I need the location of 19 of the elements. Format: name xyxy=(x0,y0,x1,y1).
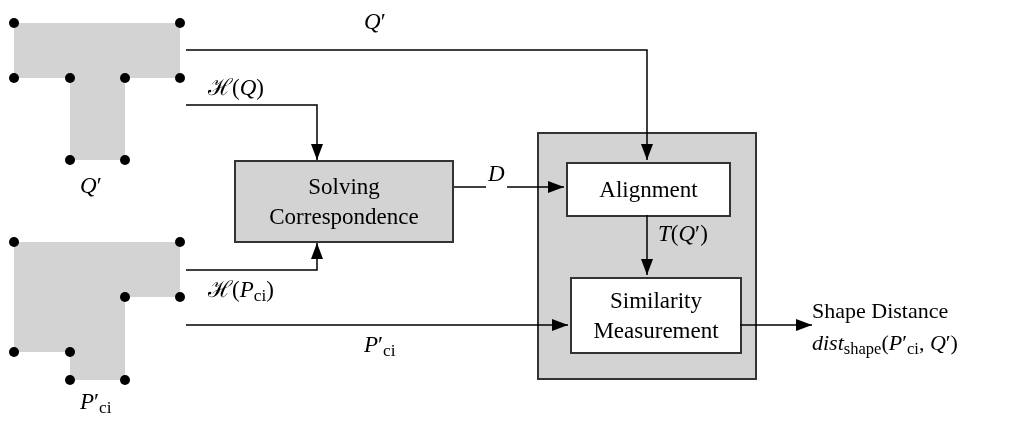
shape-caption: P′$_{ci}$ xyxy=(80,388,112,416)
node-label: Alignment xyxy=(599,175,698,204)
node-label: Similarity Measurement xyxy=(592,286,720,345)
node-label: Solving Correspondence xyxy=(269,172,419,231)
arrow xyxy=(185,242,323,271)
process-box xyxy=(566,162,731,217)
arrow xyxy=(641,214,653,276)
t-shape-drawing xyxy=(8,17,186,166)
arrow xyxy=(185,49,653,161)
node-label: Shape Distance xyxy=(812,297,949,325)
arrow xyxy=(739,319,813,331)
process-box xyxy=(234,160,454,243)
shape-caption: Q′ xyxy=(80,172,102,200)
arrow xyxy=(185,104,323,161)
node-label: dist$_{shape}$(P′$_{ci}$, Q′) xyxy=(812,329,958,359)
process-box xyxy=(570,277,742,354)
arrow xyxy=(185,319,569,331)
l-shape-drawing xyxy=(8,236,186,386)
group-box xyxy=(537,132,757,380)
